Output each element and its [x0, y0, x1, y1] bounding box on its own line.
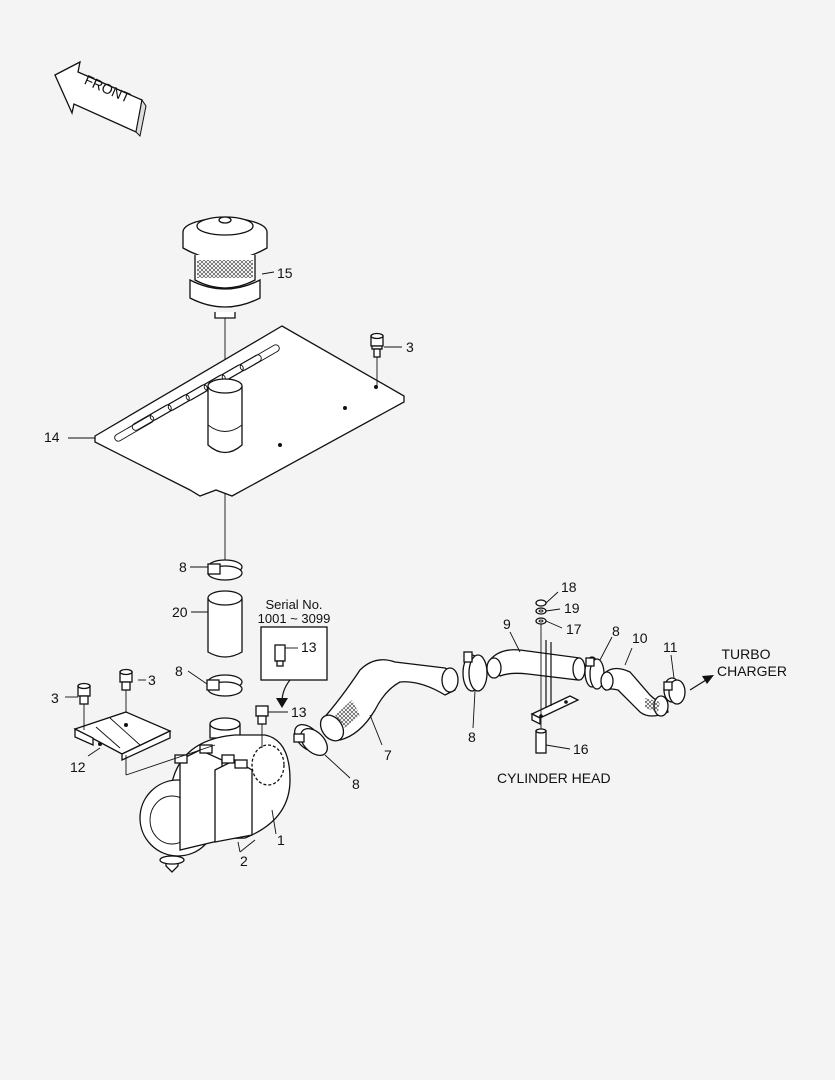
hose-clamp-8-middle: [293, 724, 328, 756]
hose-7: [319, 659, 459, 742]
serial-box: [260, 626, 328, 708]
washer-19: [535, 607, 547, 615]
callout-1: 1: [277, 832, 285, 848]
callout-10: 10: [632, 630, 648, 646]
charger-label: CHARGER: [717, 663, 787, 679]
air-cleaner-1: [139, 717, 291, 873]
callout-8-upper: 8: [179, 559, 187, 575]
front-arrow-icon: FRONT: [54, 60, 147, 138]
washer-17: [535, 617, 547, 625]
hose-clamp-11: [663, 677, 686, 705]
cylinder-head-label: CYLINDER HEAD: [497, 770, 611, 786]
leader-lines: [65, 271, 675, 853]
callout-20: 20: [172, 604, 188, 620]
callout-8-far-right: 8: [612, 623, 620, 639]
mounting-bracket-12: [73, 711, 216, 776]
hose-clamp-8-far-right: [584, 656, 605, 690]
callout-13-box: 13: [301, 639, 317, 655]
callout-3-left-a: 3: [51, 690, 59, 706]
cover-plate-14: [94, 325, 405, 497]
tube-20: [207, 590, 243, 658]
callout-8-lower: 8: [175, 663, 183, 679]
callout-13-indicator: 13: [291, 704, 307, 720]
callout-7: 7: [384, 747, 392, 763]
stud-bolt-16: [535, 728, 547, 754]
service-indicator-13: [255, 705, 269, 748]
serial-label: Serial No.: [265, 597, 322, 612]
callout-3-top: 3: [406, 339, 414, 355]
callout-12: 12: [70, 759, 86, 775]
callout-3-left-b: 3: [148, 672, 156, 688]
callout-8-right: 8: [468, 729, 476, 745]
callout-2: 2: [240, 853, 248, 869]
turbo-label: TURBO: [722, 646, 771, 662]
callout-17: 17: [566, 621, 582, 637]
support-stay-17: [530, 640, 580, 726]
turbo-arrow-icon: [689, 675, 714, 691]
hose-10: [600, 667, 669, 717]
hose-clamp-8-upper: [207, 559, 243, 581]
bolt-3-left-b: [119, 668, 133, 712]
callout-11: 11: [663, 639, 678, 655]
callout-8-middle: 8: [352, 776, 360, 792]
serial-range: 1001 ~ 3099: [258, 611, 331, 626]
callout-14: 14: [44, 429, 60, 445]
callout-19: 19: [564, 600, 580, 616]
pipe-9: [486, 649, 586, 681]
hose-clamp-8-lower: [206, 674, 243, 697]
nut-18: [535, 599, 547, 607]
callout-9: 9: [503, 616, 511, 632]
callout-16: 16: [573, 741, 589, 757]
hose-clamp-8-right: [462, 651, 488, 692]
bolt-3-left-a: [77, 682, 91, 730]
bolt-3-top: [370, 332, 384, 387]
callout-18: 18: [561, 579, 577, 595]
precleaner-15: [182, 216, 268, 319]
callout-15: 15: [277, 265, 293, 281]
